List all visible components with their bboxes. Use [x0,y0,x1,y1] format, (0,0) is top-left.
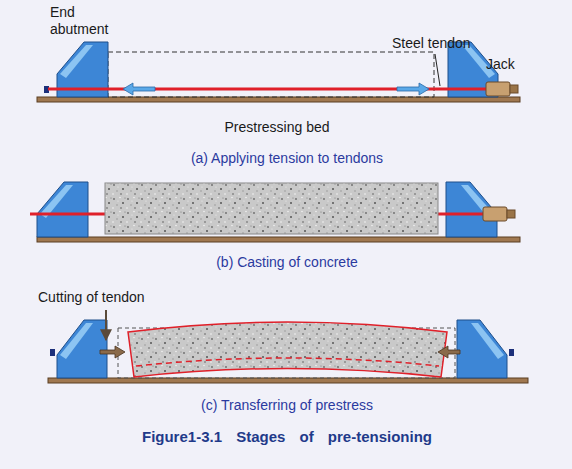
figure-caption: Figure1-3.1 Stages of pre-tensioning [142,428,432,445]
left-abutment [50,320,107,378]
part-name: Cutting of tendon [38,289,145,306]
leader-line [435,54,440,86]
part-name: Steel tendon [392,35,471,52]
tendon-profile [136,358,439,366]
right-abutment [457,320,514,378]
sub-caption: (a) Applying tension to tendons [191,150,383,167]
jack [483,207,515,221]
prestress-arrows [100,346,460,358]
part-name: End abutment [50,4,118,38]
concrete-member [105,183,438,234]
jack [486,82,518,96]
cutting-arrow [105,310,107,340]
prestressing-bed [48,378,528,383]
part-name: Jack [486,56,515,73]
left-abutment [37,182,88,237]
cambered-member [128,322,447,377]
prestressing-bed [37,237,520,242]
tension-arrows [123,83,429,95]
sub-caption: (c) Transferring of prestress [201,397,373,414]
sub-caption: (b) Casting of concrete [216,254,358,271]
prestressing-bed [37,97,520,102]
part-name: Prestressing bed [224,119,329,136]
